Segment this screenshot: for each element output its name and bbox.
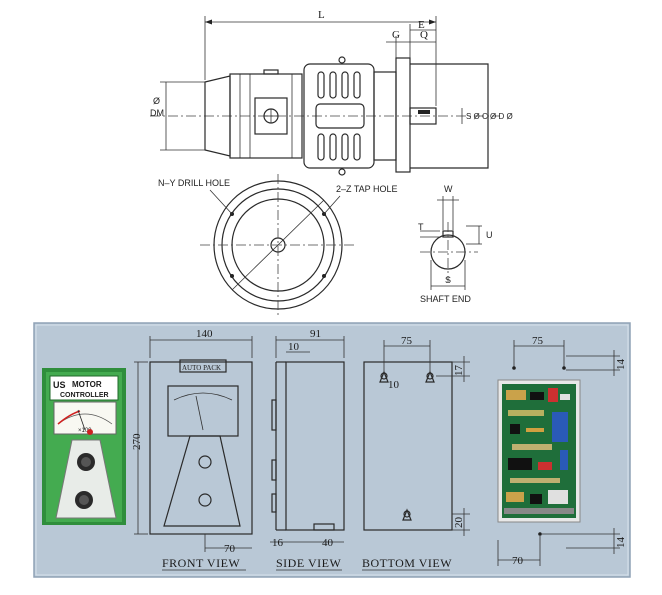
side-bottom-a: 16: [272, 537, 284, 549]
front-bottom-dim: 70: [224, 543, 236, 555]
meter-scale: ×100: [78, 428, 92, 434]
shaft-end-caption: SHAFT END: [420, 294, 471, 304]
front-outline: [149, 361, 253, 535]
side-view-drawing: 91 10 16 40 SIDE VIEW: [270, 328, 345, 571]
controller-face-plate: [55, 439, 117, 519]
front-label: AUTO PACK: [182, 364, 221, 372]
bottom-right: 17: [453, 365, 465, 377]
shaft-u: U: [486, 230, 493, 240]
flange-outline: [410, 63, 489, 169]
dim-s-c-d: S Ø C Ø D Ø: [466, 112, 513, 121]
dim-g: G: [392, 29, 400, 41]
dim-dm-symbol: Ø: [153, 96, 160, 106]
controller-meter: [53, 401, 117, 435]
dim-l: L: [318, 9, 325, 21]
motor-shaft: [409, 107, 437, 125]
dim-q: Q: [420, 29, 428, 41]
bottom-view-drawing: 75 10 17 20 BOTTOM VIEW: [362, 335, 470, 571]
shaft-w: W: [444, 184, 453, 194]
controller-logo: US: [53, 380, 66, 390]
bottom-outline: [363, 361, 453, 531]
shaft-end-view: W T U S SHAFT END: [418, 184, 493, 304]
shaft-t: T: [418, 222, 424, 232]
board-spacing: 75: [532, 335, 544, 347]
housing-slots: [315, 71, 365, 161]
bottom-low: 20: [453, 517, 465, 529]
ny-drill-hole-label: N–Y DRILL HOLE: [158, 178, 230, 188]
bottom-spacing: 75: [401, 335, 413, 347]
dim-e: E: [418, 19, 425, 31]
controller-panel: US MOTOR CONTROLLER ×100 AUTO PACK: [33, 322, 631, 578]
circuit-board-photo: 75 14 14 70: [497, 335, 627, 567]
front-view-caption: FRONT VIEW: [162, 556, 240, 570]
bottom-view-caption: BOTTOM VIEW: [362, 556, 452, 570]
shaft-s: S: [445, 275, 451, 285]
front-view-drawing: AUTO PACK 140 270 70 FRONT VIEW: [131, 328, 253, 571]
motor-side-view: L E G Q Ø DM S Ø C Ø D Ø: [150, 9, 513, 176]
motor-flange: [395, 57, 411, 173]
side-bottom-b: 40: [322, 537, 334, 549]
side-depth: 91: [310, 328, 321, 340]
front-width: 140: [196, 328, 213, 340]
bottom-hole: 10: [388, 379, 400, 391]
front-height: 270: [131, 433, 143, 450]
dim-dm: DM: [150, 108, 164, 118]
board-right-bottom: 14: [615, 537, 627, 549]
side-view-caption: SIDE VIEW: [276, 556, 341, 570]
z-tap-hole-label: 2–Z TAP HOLE: [336, 184, 398, 194]
board-right-top: 14: [615, 359, 627, 371]
front-plate: [163, 435, 241, 527]
flange-face-view: N–Y DRILL HOLE 2–Z TAP HOLE: [158, 174, 398, 316]
board-bottom: 70: [512, 555, 524, 567]
terminal-box: [254, 97, 288, 135]
controller-brand2: CONTROLLER: [60, 392, 109, 399]
side-offset: 10: [288, 341, 300, 353]
controller-photo: US MOTOR CONTROLLER ×100: [42, 368, 126, 525]
controller-brand: MOTOR: [72, 380, 102, 389]
